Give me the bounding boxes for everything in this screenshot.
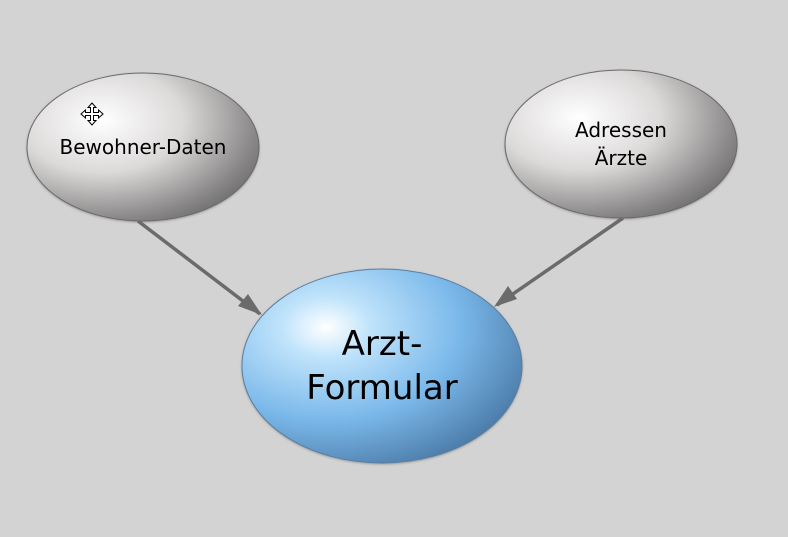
- arrowhead-adressen-arzt: [494, 286, 517, 307]
- node-bewohner-daten[interactable]: [26, 72, 260, 222]
- edge-adressen-arzt: [496, 216, 624, 307]
- move-cursor-icon: [80, 102, 104, 126]
- arrowhead-bewohner-arzt: [238, 294, 262, 315]
- node-adressen-aerzte[interactable]: [504, 69, 738, 219]
- node-arzt-formular[interactable]: [241, 268, 523, 464]
- edge-bewohner-arzt: [136, 219, 262, 316]
